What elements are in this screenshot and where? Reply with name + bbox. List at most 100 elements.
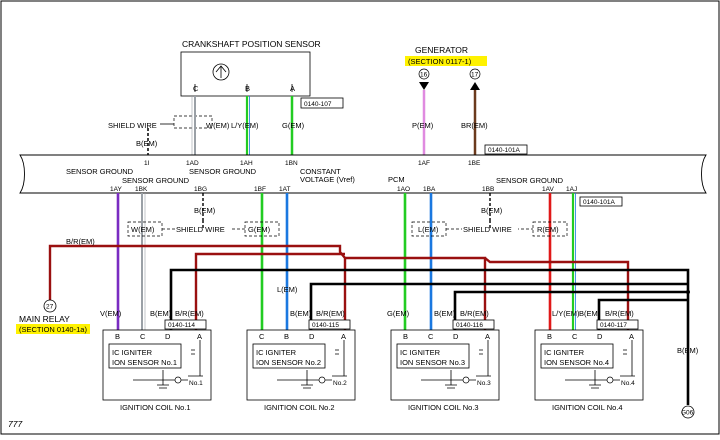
pin-1aj: 1AJ: [566, 186, 577, 193]
pcm-label: PCM: [388, 175, 405, 184]
mid-br-main-label: B/R(EM): [66, 237, 95, 246]
coil-line2: ION SENSOR No.1: [112, 358, 177, 367]
main-relay-title: MAIN RELAY: [19, 314, 70, 324]
coil-number: No.3: [477, 380, 491, 387]
coil-diode-icon: [462, 376, 470, 384]
harness-band: 0140-101A 0140-101A 1I 1AD 1AH 1BN 1AF 1…: [19, 144, 707, 207]
coil-title: IGNITION COIL No.3: [408, 403, 479, 412]
coil-inner-box: [396, 343, 470, 369]
pin-1bf: 1BF: [254, 186, 266, 193]
harness-bottom-connector-label: 0140-101A: [583, 199, 615, 206]
pin-1at: 1AT: [279, 186, 290, 193]
coil-inner-box: [252, 343, 326, 369]
coil-pin-label: D: [309, 332, 315, 341]
coil-wire-label: B(EM): [150, 309, 172, 318]
sensor-pin-c: C: [193, 84, 199, 93]
pin-1bk: 1BK: [135, 186, 148, 193]
coil-pin-label: D: [453, 332, 459, 341]
coil-line1: IC IGNITER: [256, 348, 297, 357]
coil-pin-label: D: [597, 332, 603, 341]
upper-wires: SHIELD WIRE W(EM) B(EM) L/Y(EM) G(EM) GE…: [108, 45, 488, 160]
coil-wire-label: B(EM): [579, 309, 601, 318]
coil-circuit-lines: [133, 340, 203, 389]
coil-wire-label: B/R(EM): [316, 309, 345, 318]
constant-voltage-1: CONSTANT: [300, 167, 341, 176]
middle-wires: W(EM) G(EM) SHIELD WIRE L(EM) R(EM) SHIE…: [16, 193, 699, 419]
harness-top-connector-label: 0140-101A: [488, 147, 520, 154]
pin-1i: 1I: [144, 160, 150, 167]
coil-circuit-lines: [421, 340, 491, 389]
sensor-symbol-icon: [212, 63, 230, 81]
generator-section: (SECTION 0117-1): [408, 57, 472, 66]
generator-title: GENERATOR: [415, 45, 468, 55]
coil-wire-label: B(EM): [434, 309, 456, 318]
pin-1ao: 1AO: [397, 186, 410, 193]
coil-number: No.1: [189, 380, 203, 387]
wire-b-ground-bus: [169, 268, 690, 405]
coil-pin-label: B: [115, 332, 120, 341]
generator-circle-17-label: 17: [471, 72, 479, 79]
pin-1af: 1AF: [418, 160, 430, 167]
coil-connector-box: [308, 319, 351, 330]
mid-l-label: L(EM): [418, 225, 439, 234]
upper-br-label: BR(EM): [461, 121, 488, 130]
pin-1ba: 1BA: [423, 186, 436, 193]
coil-line1: IC IGNITER: [112, 348, 153, 357]
main-relay-section: (SECTION 0140-1a): [19, 325, 87, 334]
coil-pin-label: A: [341, 332, 346, 341]
coil-wire-label: L/Y(EM): [552, 309, 580, 318]
coil-line2: ION SENSOR No.3: [400, 358, 465, 367]
coil-title: IGNITION COIL No.4: [552, 403, 623, 412]
coil-circuit-lines: [565, 340, 635, 389]
generator-circle-17: [469, 68, 481, 80]
coil-connector-box: [452, 319, 495, 330]
pin-1ad: 1AD: [186, 160, 199, 167]
upper-shield-label: SHIELD WIRE: [108, 121, 157, 130]
coil-number: No.4: [621, 380, 635, 387]
coil-connector-label: 0140-114: [168, 322, 195, 329]
pin-1av: 1AV: [542, 186, 554, 193]
coil-pin-label: C: [428, 332, 434, 341]
harness-bottom-connector: [579, 196, 623, 207]
mid-shield-right-label: SHIELD WIRE: [463, 225, 512, 234]
coil-line2: ION SENSOR No.4: [544, 358, 609, 367]
pin-1bg: 1BG: [194, 186, 207, 193]
mid-b-right-label: B(EM): [481, 206, 503, 215]
pin-1ay: 1AY: [110, 186, 122, 193]
upper-p-label: P(EM): [412, 121, 434, 130]
coil-diode-icon: [174, 376, 182, 384]
coil-pin-label: C: [572, 332, 578, 341]
coil-line2: ION SENSOR No.2: [256, 358, 321, 367]
pin-1bb: 1BB: [482, 186, 494, 193]
pin-1bn: 1BN: [285, 160, 298, 167]
coil-pin-label: A: [485, 332, 490, 341]
coil-connector-box: [164, 319, 207, 330]
shield-box-right-r: [532, 221, 568, 237]
ground-g06-label: G06: [681, 410, 694, 417]
coil-pin-label: C: [259, 332, 265, 341]
generator-down-arrow-icon: [419, 82, 429, 90]
sensor-connector-label: 0140-107: [304, 101, 332, 108]
coil-pin-label: A: [629, 332, 634, 341]
pin-1be: 1BE: [468, 160, 481, 167]
coil-line1: IC IGNITER: [400, 348, 441, 357]
coil-pin-label: B: [547, 332, 552, 341]
main-relay-circle: [43, 299, 57, 313]
coil-pin-label: B: [403, 332, 408, 341]
mid-l-coil2-label: L(EM): [277, 285, 298, 294]
sensor-pin-b: B: [245, 84, 250, 93]
coil-title: IGNITION COIL No.2: [264, 403, 335, 412]
coil-wire-label: B/R(EM): [605, 309, 634, 318]
upper-w-label: W(EM): [206, 121, 230, 130]
coil-title: IGNITION COIL No.1: [120, 403, 191, 412]
generator-up-arrow-icon: [470, 82, 480, 90]
ground-g06-circle: [681, 405, 695, 419]
coil-inner-box: [540, 343, 614, 369]
generator-circle-16: [418, 68, 430, 80]
coil-circuit-lines: [277, 340, 347, 389]
harness-outline: [19, 154, 707, 194]
sensor-box: [180, 51, 311, 97]
mid-r-label: R(EM): [537, 225, 559, 234]
